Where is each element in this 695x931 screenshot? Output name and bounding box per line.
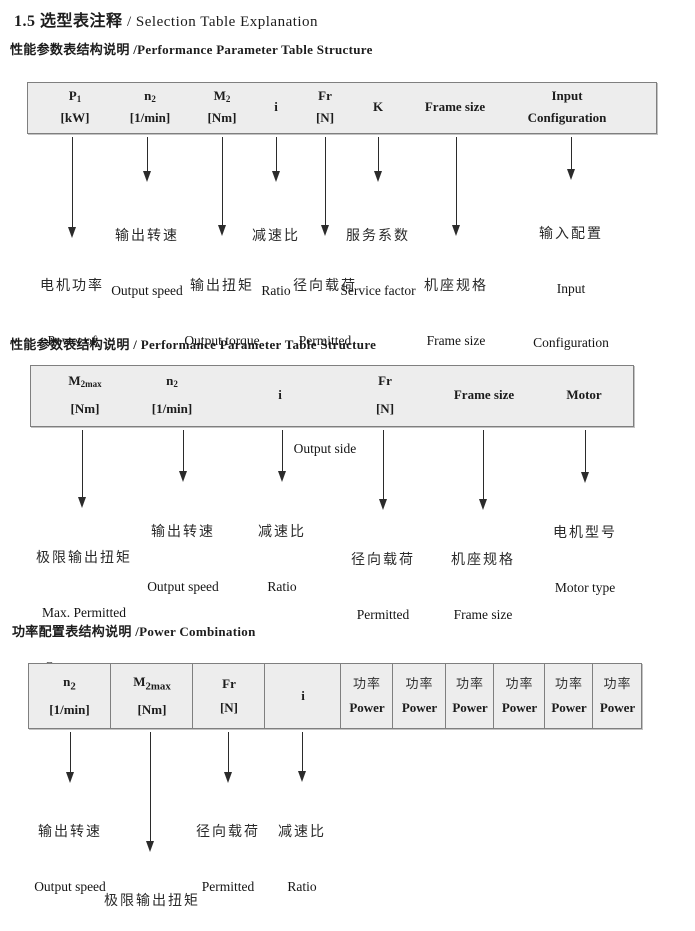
s2-heading: 性能参数表结构说明 / Performance Parameter Table … bbox=[10, 337, 377, 352]
s2-col-fr: Fr [N] bbox=[375, 373, 395, 416]
s2-col-motor: Motor bbox=[566, 387, 602, 402]
s1-callout-frame-size: 机座规格 Frame size bbox=[424, 279, 488, 348]
s2-callout-frame-size: 机座规格 Frame size bbox=[451, 553, 515, 622]
s2-table bbox=[30, 365, 634, 427]
s1-callout-service-factor: 服务系数 Service factor bbox=[340, 229, 416, 298]
s3-col-power-2: 功率 Power bbox=[392, 664, 446, 728]
s3-col-power-4: 功率 Power bbox=[493, 664, 545, 728]
s2-callout-ratio: 减速比 Ratio bbox=[258, 525, 306, 594]
s3-col-i: i bbox=[264, 664, 341, 728]
s1-callout-input-configuration: 输入配置 Input Configuration bbox=[533, 227, 609, 350]
s3-col-power-1: 功率 Power bbox=[340, 664, 393, 728]
s3-col-n2: n2 [1/min] bbox=[49, 673, 90, 718]
s3-col-m2max: M2max [Nm] bbox=[110, 664, 193, 728]
s1-col-m2: M2 [Nm] bbox=[207, 88, 237, 125]
s2-col-n2: n2 [1/min] bbox=[151, 373, 193, 416]
s3-callout-ratio: 减速比 Ratio bbox=[278, 825, 326, 894]
s1-col-input-config: Input Configuration bbox=[527, 88, 607, 125]
s3-callout-max-output-torque: 极限输出扭矩 Max. Permitted Output torque bbox=[104, 894, 200, 909]
s1-col-frame-size: Frame size bbox=[424, 99, 486, 114]
s3-col-fr: Fr [N] bbox=[192, 664, 265, 728]
s1-callout-ratio: 减速比 Ratio bbox=[252, 229, 300, 298]
page-title-cn: 1.5 选型表注释 bbox=[14, 13, 123, 30]
s3-table: n2 [1/min] M2max [Nm] Fr [N] i 功率 Power … bbox=[28, 663, 642, 729]
s1-heading: 性能参数表结构说明 /Performance Parameter Table S… bbox=[10, 42, 373, 57]
s3-col-power-6: 功率 Power bbox=[592, 664, 642, 728]
s3-callout-overhung-load: 径向载荷 Permitted Overhung load Output side bbox=[195, 825, 260, 894]
page-title: 1.5 选型表注释 / Selection Table Explanation bbox=[14, 7, 318, 31]
s2-callout-overhung-load: 径向载荷 Permitted Overhung load Output side bbox=[343, 553, 424, 730]
s1-callout-output-speed: 输出转速 Output speed bbox=[111, 229, 183, 298]
s3-col-power-5: 功率 Power bbox=[544, 664, 593, 728]
s2-col-frame-size: Frame size bbox=[453, 387, 515, 402]
s2-col-m2max: M2max [Nm] bbox=[68, 373, 102, 416]
s1-col-i: i bbox=[274, 99, 278, 114]
s2-callout-output-speed: 输出转速 Output speed bbox=[147, 525, 219, 594]
s2-callout-motor-type: 电机型号 Motor type bbox=[553, 526, 617, 595]
s3-heading: 功率配置表结构说明 /Power Combination bbox=[12, 624, 256, 639]
page-title-en: / Selection Table Explanation bbox=[127, 14, 319, 30]
s3-col-power-3: 功率 Power bbox=[445, 664, 494, 728]
s1-col-p1: P1 [kW] bbox=[60, 88, 90, 125]
s1-col-n2: n2 [1/min] bbox=[129, 88, 171, 125]
s2-col-i: i bbox=[278, 387, 282, 402]
s1-table bbox=[27, 82, 657, 134]
s1-col-fr: Fr [N] bbox=[315, 88, 335, 125]
s1-col-k: K bbox=[372, 99, 384, 114]
s1-callout-output-torque: 输出扭矩 Output torque bbox=[184, 279, 260, 348]
s3-callout-output-speed: 输出转速 Output speed bbox=[34, 825, 106, 894]
